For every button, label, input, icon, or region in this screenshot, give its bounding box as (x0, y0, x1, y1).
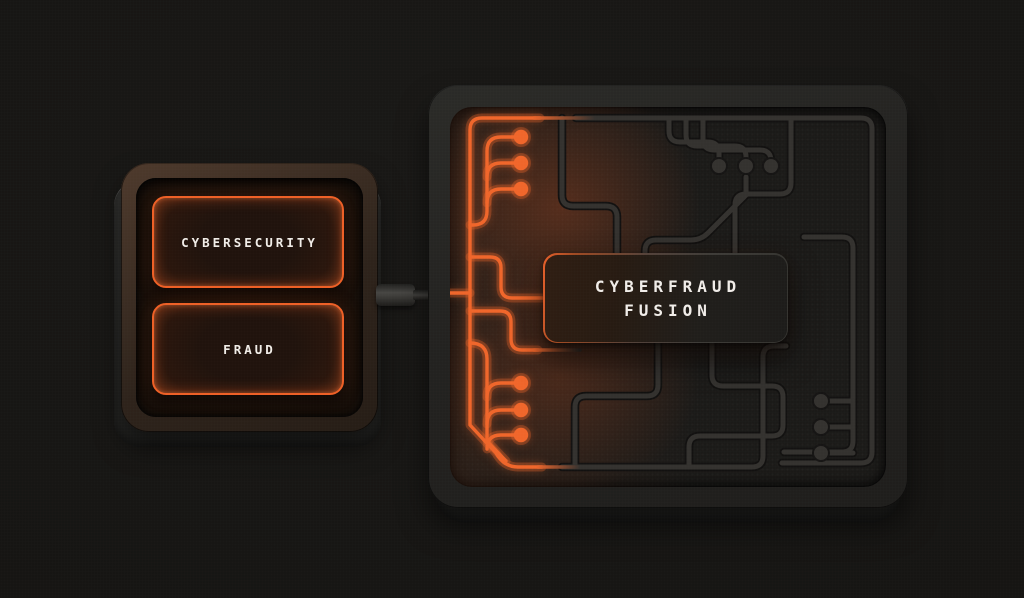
circuit-board-panel: CYBERFRAUD FUSION (428, 85, 908, 508)
fraud-button-label: FRAUD (223, 341, 276, 357)
input-module: CYBERSECURITY FRAUD (121, 163, 378, 432)
chip-label-line1: CYBERFRAUD (594, 276, 742, 296)
cable-barrel (376, 284, 415, 306)
fusion-chip-face: CYBERFRAUD FUSION (544, 254, 787, 342)
input-module-well: CYBERSECURITY FRAUD (136, 178, 363, 417)
chip-label-line2: FUSION (624, 300, 712, 320)
cybersecurity-button-label: CYBERSECURITY (181, 234, 318, 250)
cable-neck (413, 290, 440, 300)
circuit-board-surface: CYBERFRAUD FUSION (450, 107, 886, 487)
fraud-button[interactable]: FRAUD (152, 303, 344, 395)
connector-cable (376, 284, 440, 306)
fusion-chip: CYBERFRAUD FUSION (543, 253, 788, 343)
cybersecurity-button[interactable]: CYBERSECURITY (152, 196, 344, 288)
circuit-traces-svg (450, 107, 886, 487)
